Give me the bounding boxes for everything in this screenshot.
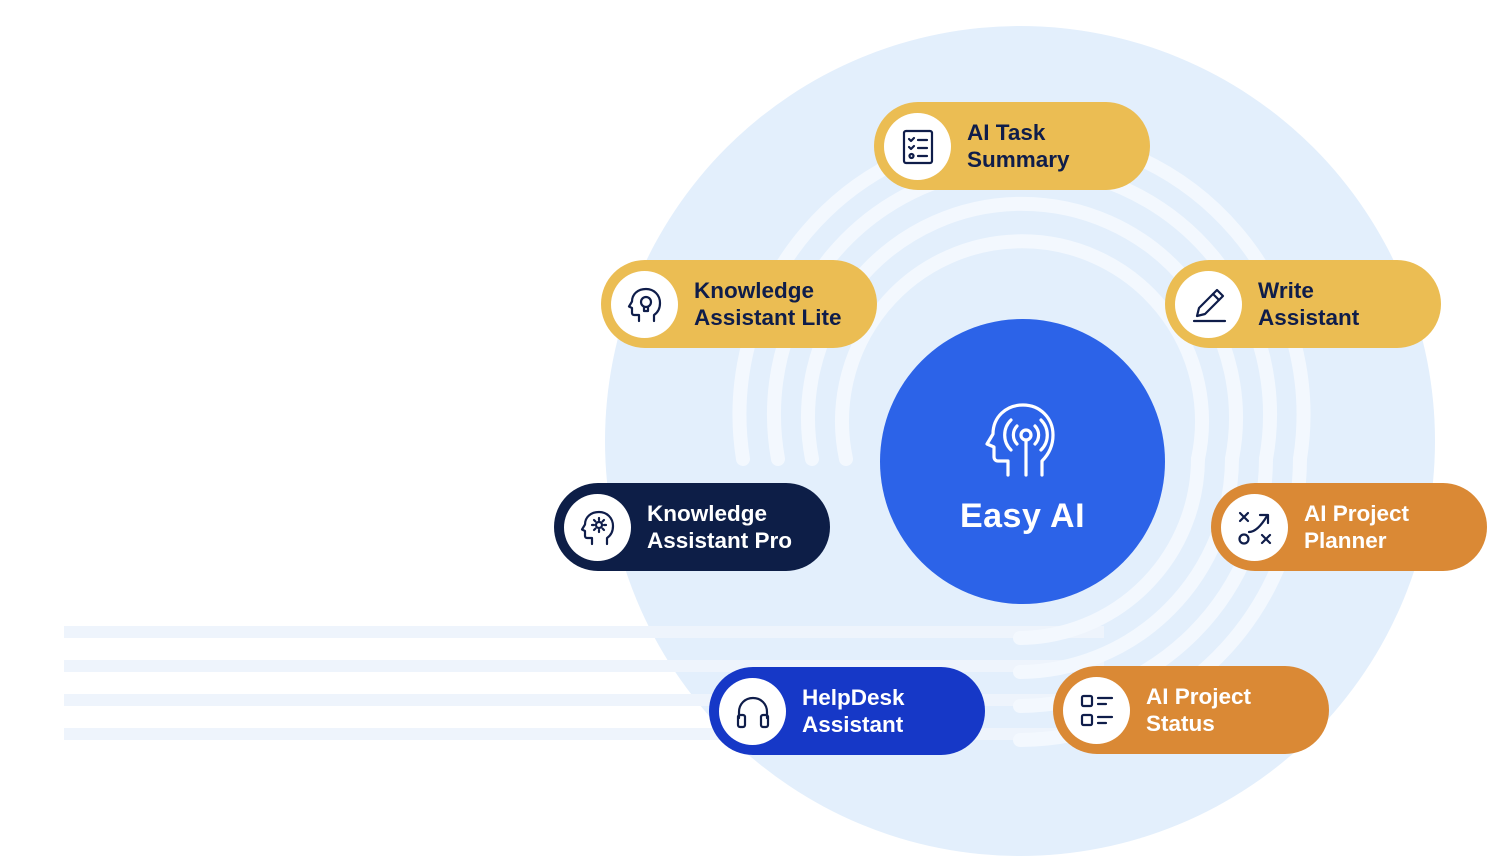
icon-badge	[884, 113, 951, 180]
checklist-icon	[902, 129, 933, 164]
hub-title: Easy AI	[959, 497, 1086, 535]
node-label: Knowledge Assistant Pro	[647, 501, 793, 553]
ai-head-signal-icon	[984, 403, 1055, 477]
node-label: Knowledge Assistant Lite	[694, 278, 842, 330]
icon-badge	[1175, 271, 1242, 338]
icon-badge	[611, 271, 678, 338]
node-knowledge-assistant-pro[interactable]: Knowledge Assistant Pro	[554, 483, 830, 571]
pen-icon	[1192, 288, 1226, 322]
icon-badge	[719, 678, 786, 745]
node-knowledge-assistant-lite[interactable]: Knowledge Assistant Lite	[601, 260, 877, 348]
node-label: AI Project Planner	[1304, 501, 1410, 553]
node-ai-project-status[interactable]: AI Project Status	[1053, 666, 1329, 754]
head-lightbulb-icon	[627, 287, 661, 322]
node-ai-task-summary[interactable]: AI Task Summary	[874, 102, 1150, 190]
headphones-icon	[736, 696, 769, 728]
node-label: AI Project Status	[1146, 684, 1252, 736]
head-gear-icon	[580, 510, 614, 545]
easy-ai-hub: Easy AI	[880, 319, 1165, 604]
node-label: Write Assistant	[1258, 278, 1360, 330]
status-list-icon	[1080, 694, 1113, 726]
node-helpdesk-assistant[interactable]: HelpDesk Assistant	[709, 667, 985, 755]
icon-badge	[1063, 677, 1130, 744]
node-write-assistant[interactable]: Write Assistant	[1165, 260, 1441, 348]
node-label: HelpDesk Assistant	[802, 685, 905, 737]
icon-badge	[564, 494, 631, 561]
strategy-icon	[1237, 511, 1271, 545]
node-ai-project-planner[interactable]: AI Project Planner	[1211, 483, 1487, 571]
node-label: AI Task Summary	[967, 120, 1070, 172]
icon-badge	[1221, 494, 1288, 561]
